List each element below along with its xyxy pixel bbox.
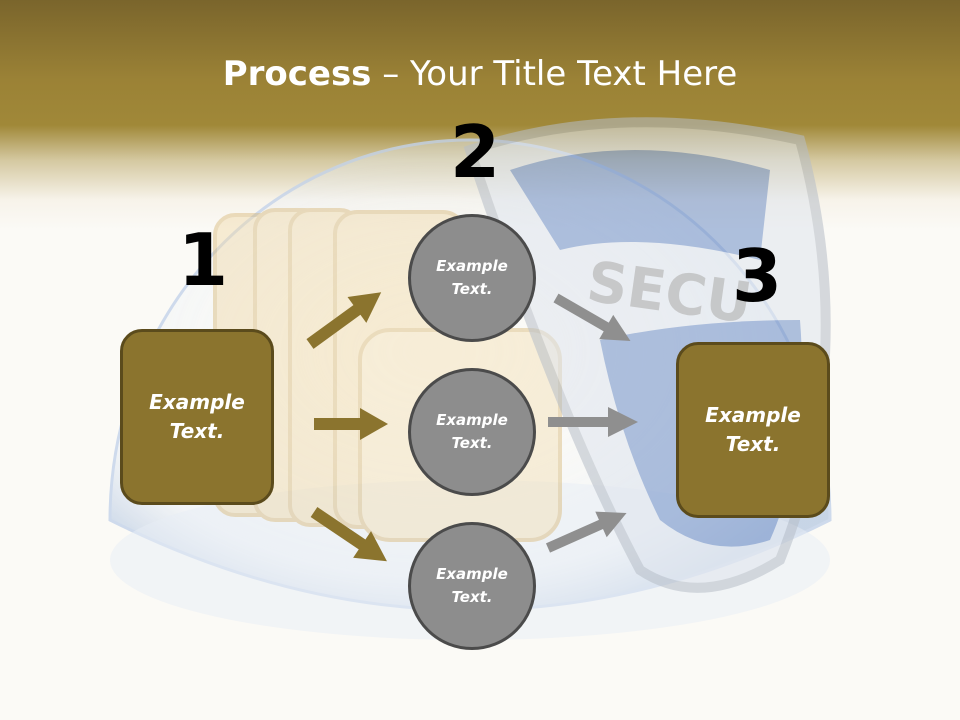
arrow-gray-down-icon xyxy=(553,293,631,341)
circle-middle-text: Example Text. xyxy=(436,411,508,452)
arrow-gray-up-icon xyxy=(545,511,627,553)
page-title: Process – Your Title Text Here xyxy=(0,52,960,96)
step-1-box[interactable]: Example Text. xyxy=(120,329,274,505)
circle-bottom-text: Example Text. xyxy=(436,565,508,606)
step-2-circle-middle[interactable]: Example Text. xyxy=(408,368,536,496)
step-number-3: 3 xyxy=(732,234,783,318)
step-number-1: 1 xyxy=(178,218,229,302)
step-number-2: 2 xyxy=(450,110,501,194)
title-rest: – Your Title Text Here xyxy=(371,54,738,94)
arrow-gold-up-icon xyxy=(306,292,382,349)
arrow-gold-right-icon xyxy=(314,408,388,440)
arrow-gold-down-icon xyxy=(310,507,387,562)
circle-top-text: Example Text. xyxy=(436,257,508,298)
step-1-text: Example Text. xyxy=(149,390,245,443)
arrow-gray-right-icon xyxy=(548,407,638,437)
step-2-circle-top[interactable]: Example Text. xyxy=(408,214,536,342)
step-3-text: Example Text. xyxy=(705,403,801,456)
step-3-box[interactable]: Example Text. xyxy=(676,342,830,518)
title-bold: Process xyxy=(222,54,372,94)
step-2-circle-bottom[interactable]: Example Text. xyxy=(408,522,536,650)
